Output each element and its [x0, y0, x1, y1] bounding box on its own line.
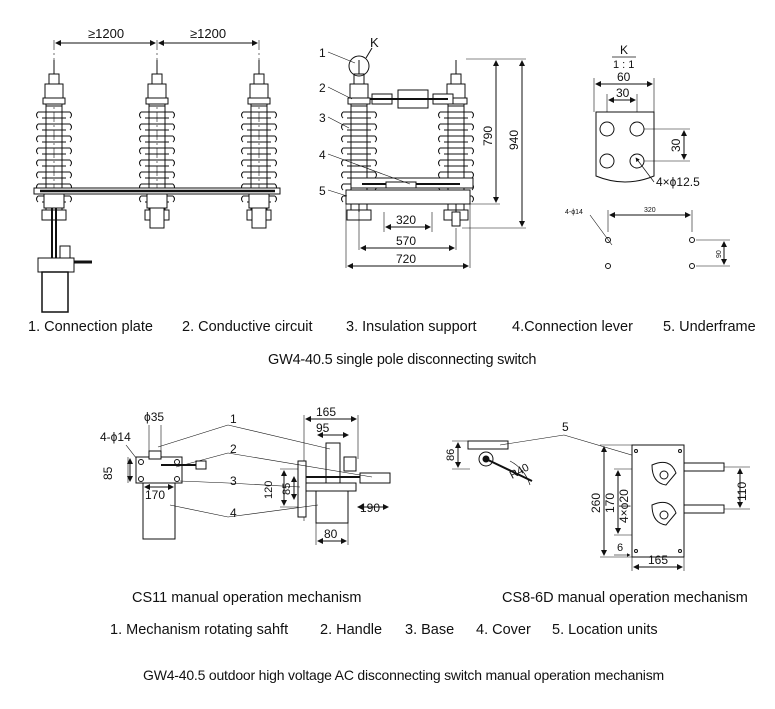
cs11-d95: 95: [316, 421, 330, 435]
gap2-label: ≥1200: [190, 26, 226, 41]
bottom-legend: 1. Mechanism rotating sahft 2. Handle 3.…: [0, 622, 775, 642]
bottom-drawing: ϕ35 4-ϕ14 85 170 165 95 120: [100, 405, 750, 571]
legend-item-location-units: 5. Location units: [552, 622, 658, 638]
legend-item-conductive-circuit: 2. Conductive circuit: [182, 319, 313, 335]
cs8-d260: 260: [589, 493, 603, 513]
cs8-d170: 170: [603, 493, 617, 513]
base-hole-plan: 4-ϕ14 320 90: [565, 207, 730, 269]
base-holes-label: 4-ϕ14: [565, 209, 583, 216]
detail-dim-30b: 30: [669, 138, 683, 152]
cs8-holes: 4×ϕ20: [617, 489, 631, 523]
detail-scale: 1 : 1: [613, 59, 634, 71]
cs8-mechanism: 86 R40 5 110 260 170 4×ϕ20 6: [445, 420, 750, 571]
top-drawing: ≥1200 ≥1200 K: [33, 26, 730, 313]
detail-k-marker: K: [370, 35, 379, 50]
cs11-callout-4: 4: [230, 506, 237, 520]
cs11-holes: 4-ϕ14: [100, 430, 131, 444]
cs11-d165: 165: [316, 405, 336, 419]
callout-5: 5: [319, 184, 326, 198]
dim-790: 790: [481, 126, 495, 146]
cs11-d190: 190: [360, 501, 380, 515]
legend-item-underframe: 5. Underframe: [663, 319, 756, 335]
cs11-callout-1: 1: [230, 412, 237, 426]
cs8-d165: 165: [648, 553, 668, 567]
base-dim-90: 90: [716, 250, 723, 258]
cs11-title: CS11 manual operation mechanism: [132, 590, 362, 606]
dim-320: 320: [396, 213, 416, 227]
legend-item-base: 3. Base: [405, 622, 455, 638]
detail-holes: 4×ϕ12.5: [656, 175, 700, 189]
legend-item-cover: 4. Cover: [476, 622, 531, 638]
single-pole-elevation: K 1 2 3 4 5: [319, 35, 526, 269]
cs11-d85a: 85: [101, 466, 115, 480]
dim-570: 570: [396, 234, 416, 248]
cs8-d86: 86: [445, 449, 457, 461]
callout-2: 2: [319, 81, 326, 95]
mechanism-titles: CS11 manual operation mechanism CS8-6D m…: [0, 590, 775, 610]
cs11-mechanism: ϕ35 4-ϕ14 85 170 165 95 120: [100, 405, 391, 545]
dim-940: 940: [507, 130, 521, 150]
legend-item-connection-lever: 4.Connection lever: [512, 319, 633, 335]
gap1-label: ≥1200: [88, 26, 124, 41]
cs11-d170: 170: [145, 488, 165, 502]
legend-item-handle: 2. Handle: [320, 622, 383, 638]
cs8-callout-5: 5: [562, 420, 569, 434]
callout-4: 4: [319, 148, 326, 162]
callout-3: 3: [319, 111, 326, 125]
cs8-d110: 110: [735, 482, 749, 501]
cs8-d6: 6: [617, 542, 623, 554]
legend-item-insulation-support: 3. Insulation support: [346, 319, 477, 335]
dim-720: 720: [396, 252, 416, 266]
cs11-d35: ϕ35: [144, 410, 164, 424]
bottom-caption: GW4-40.5 outdoor high voltage AC disconn…: [143, 667, 664, 683]
cs11-callout-2: 2: [230, 442, 237, 456]
top-legend: 1. Connection plate 2. Conductive circui…: [0, 319, 775, 339]
cs11-d85b: 85: [281, 483, 293, 495]
callout-1: 1: [319, 46, 326, 60]
cs11-callout-3: 3: [230, 474, 237, 488]
detail-dim-60: 60: [617, 70, 631, 84]
cs11-d120: 120: [263, 481, 275, 499]
three-pole-elevation: ≥1200 ≥1200: [33, 26, 281, 313]
cs11-d80: 80: [324, 527, 338, 541]
legend-item-connection-plate: 1. Connection plate: [28, 319, 153, 335]
base-dim-320: 320: [644, 207, 656, 214]
cs8-title: CS8-6D manual operation mechanism: [502, 590, 748, 606]
detail-title: K: [620, 43, 628, 57]
detail-k-plate: K 1 : 1 60 30 30 4×ϕ12.5: [593, 43, 700, 189]
legend-item-rotating-shaft: 1. Mechanism rotating sahft: [110, 622, 289, 638]
top-caption: GW4-40.5 single pole disconnecting switc…: [268, 352, 537, 368]
detail-dim-30a: 30: [616, 86, 630, 100]
